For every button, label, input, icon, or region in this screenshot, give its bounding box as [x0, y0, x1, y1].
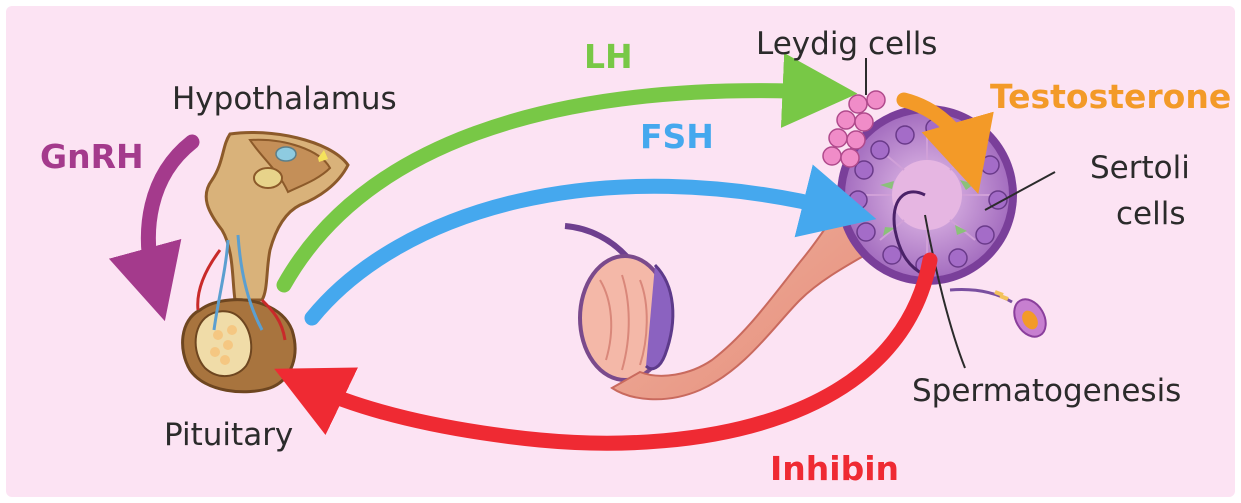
sertoli-label-line2: cells [1116, 199, 1186, 230]
leydig-cells-label: Leydig cells [756, 29, 937, 60]
testosterone-label: Testosterone [990, 80, 1231, 113]
fsh-label: FSH [640, 120, 714, 153]
inhibin-label: Inhibin [770, 452, 899, 485]
spermatogenesis-label: Spermatogenesis [912, 376, 1181, 407]
hypothalamus-label: Hypothalamus [172, 84, 397, 115]
lh-label: LH [584, 40, 633, 73]
sertoli-label-line1: Sertoli [1090, 153, 1190, 184]
gnrh-label: GnRH [40, 140, 144, 173]
pituitary-label: Pituitary [164, 420, 293, 451]
